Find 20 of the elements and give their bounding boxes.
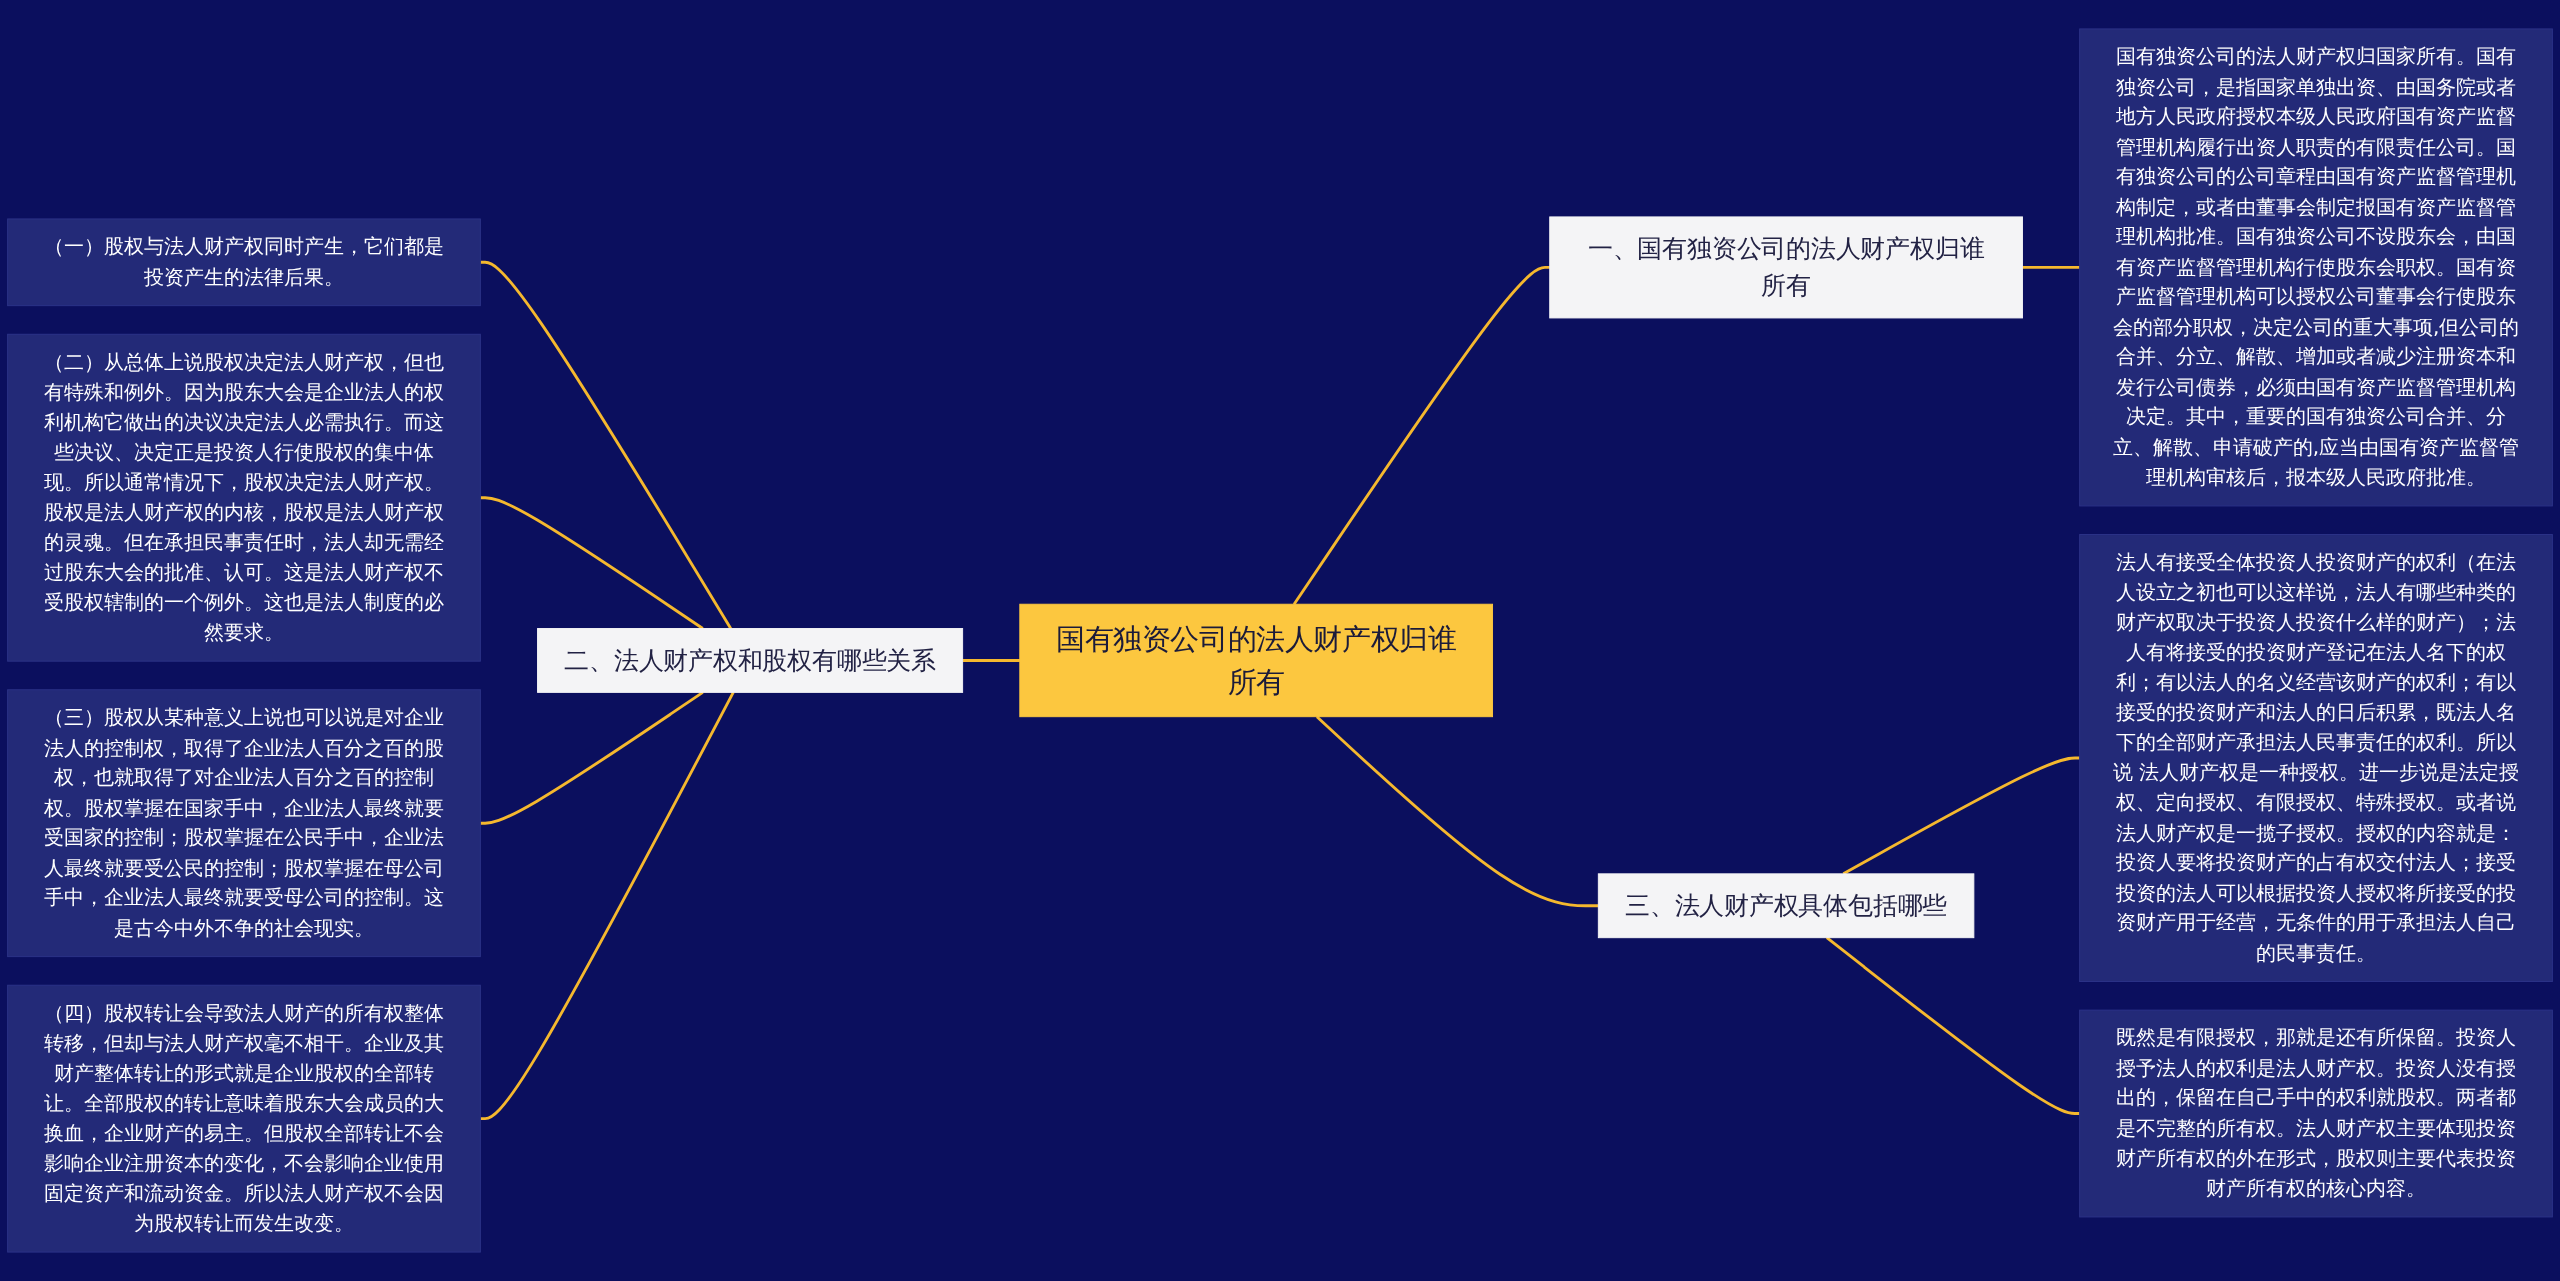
- node-box: （一）股权与法人财产权同时产生，它们都是投资产生的法律后果。: [7, 218, 481, 307]
- connector: [1825, 936, 2080, 1115]
- node-box: 既然是有限授权，那就是还有所保留。投资人授予法人的权利是法人财产权。投资人没有授出的，保留在自己手中的权利就股权。两者都是不完整的所有权。法人财产权主要体现投资财产所有权的外在形式，股权则主要代表投资财产所有权的核心内容。: [2079, 1009, 2553, 1218]
- node-box: 国有独资公司的法人财产权归谁所有: [1019, 603, 1493, 718]
- connector: [480, 496, 704, 630]
- connector: [2022, 266, 2080, 269]
- node-box: （二）从总体上说股权决定法人财产权，但也有特殊和例外。因为股东大会是企业法人的权利机构它做出的决议决定法人必需执行。而这些决议、决定正是投资人行使股权的集中体现。所以通常情况下，股权决定法人财产权。股权是法人财产权的内核，股权是法人财产权的灵魂。但在承担民事责任时，法人却无需经过股东大会的批准、认可。这是法人财产权不受股权辖制的一个例外。这也是法人制度的必然要求。: [7, 333, 481, 662]
- node-box: 国有独资公司的法人财产权归国家所有。国有独资公司，是指国家单独出资、由国务院或者地方人民政府授权本级人民政府国有资产监督管理机构履行出资人职责的有限责任公司。国有独资公司的公司章程由国有资产监督管理机构制定，或者由董事会制定报国有资产监督管理机构批准。国有独资公司不设股东会，由国有资产监督管理机构行使股东会职权。国有资产监督管理机构可以授权公司董事会行使股东会的部分职权，决定公司的重大事项,但公司的合并、分立、解散、增加或者减少注册资本和发行公司债券，必须由国有资产监督管理机构决定。其中，重要的国有独资公司合并、分立、解散、申请破产的,应当由国有资产监督管理机构审核后，报本级人民政府批准。: [2079, 28, 2553, 507]
- connector: [480, 691, 704, 825]
- node-box: 二、法人财产权和股权有哪些关系: [537, 628, 964, 693]
- node-box: （三）股权从某种意义上说也可以说是对企业法人的控制权，取得了企业法人百分之百的股权，也就取得了对企业法人百分之百的控制权。股权掌握在国家手中，企业法人最终就要受国家的控制；股权掌握在公民手中，企业法人最终就要受公民的控制；股权掌握在母公司手中，企业法人最终就要受母公司的控制。这是古今中外不争的社会现实。: [7, 689, 481, 958]
- node-box: 法人有接受全体投资人投资财产的权利（在法人设立之初也可以这样说，法人有哪些种类的财产权取决于投资人投资什么样的财产）；法人有将接受的投资财产登记在法人名下的权利；有以法人的名义经营该财产的权利；有以接受的投资财产和法人的日后积累，既法人名下的全部财产承担法人民事责任的权利。所以说 法人财产权是一种授权。进一步说是法定授权、定向授权、有限授权、特殊授权。或者说法人财产权是一揽子授权。授权的内容就是：投资人要将投资财产的占有权交付法人；接受投资的法人可以根据投资人授权将所接受的投资财产用于经营，无条件的用于承担法人自己的民事责任。: [2079, 534, 2553, 982]
- connector: [962, 659, 1020, 662]
- connector: [480, 691, 735, 1121]
- connector: [1315, 715, 1599, 908]
- node-box: 一、国有独资公司的法人财产权归谁所有: [1549, 216, 2023, 319]
- connector: [1292, 266, 1550, 606]
- connector: [480, 260, 732, 630]
- node-box: 三、法人财产权具体包括哪些: [1597, 873, 1975, 939]
- node-box: （四）股权转让会导致法人财产的所有权整体转移，但却与法人财产权毫不相干。企业及其财产整体转让的形式就是企业股权的全部转让。全部股权的转让意味着股东大会成员的大换血，企业财产的易主。但股权全部转让不会影响企业注册资本的变化，不会影响企业使用固定资产和流动资金。所以法人财产权不会因为股权转让而发生改变。: [7, 984, 481, 1253]
